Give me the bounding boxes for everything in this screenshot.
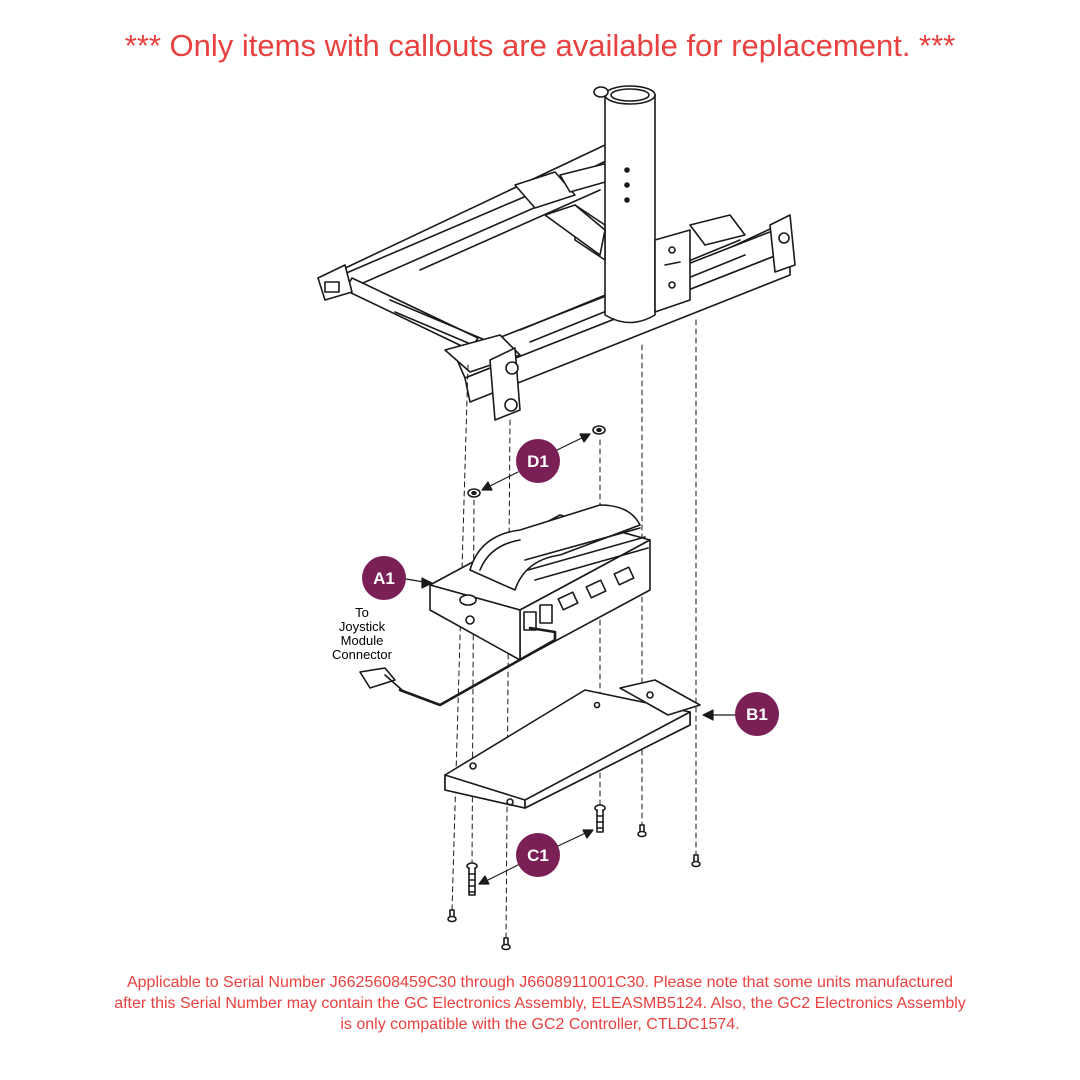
connector-label-line1: To — [355, 605, 369, 620]
joystick-cable — [359, 626, 557, 707]
serial-note-line1: Applicable to Serial Number J6625608459C… — [126, 974, 954, 991]
callout-a1-label: A1 — [373, 569, 395, 588]
d1-nuts — [467, 425, 606, 498]
seat-frame-base — [317, 144, 796, 421]
connector-label-line3: Module — [341, 633, 384, 648]
serial-note-line3: is only compatible with the GC2 Controll… — [340, 1016, 740, 1033]
c1-screws — [466, 804, 606, 896]
callout-d1[interactable]: D1 — [516, 439, 560, 483]
seat-post-tube — [544, 85, 691, 324]
replacement-notice: *** Only items with callouts are availab… — [124, 28, 956, 63]
connector-label-line4: Connector — [332, 647, 393, 662]
callout-c1-label: C1 — [527, 846, 549, 865]
serial-note-line2: after this Serial Number may contain the… — [114, 995, 966, 1012]
callout-c1[interactable]: C1 — [516, 833, 560, 877]
connector-label-line2: Joystick — [339, 619, 386, 634]
serial-number-note: Applicable to Serial Number J6625608459C… — [20, 972, 1060, 1035]
joystick-connector-label: To Joystick Module Connector — [332, 605, 393, 662]
callout-b1[interactable]: B1 — [735, 692, 779, 736]
callout-a1[interactable]: A1 — [362, 556, 406, 600]
controller-module — [429, 504, 651, 661]
bottom-screws — [447, 824, 701, 951]
callout-b1-label: B1 — [746, 705, 768, 724]
mounting-plate — [444, 679, 701, 809]
callout-d1-label: D1 — [527, 452, 549, 471]
callout-leaders — [399, 433, 741, 885]
